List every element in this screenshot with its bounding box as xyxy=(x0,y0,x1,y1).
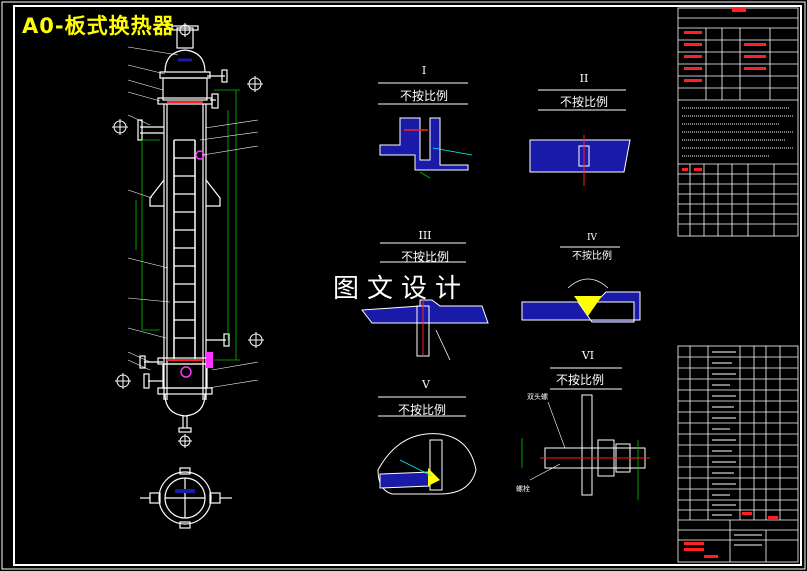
detail-1-numeral: I xyxy=(421,64,427,77)
detail-6-scale: 不按比例 xyxy=(555,373,604,387)
leader-lines xyxy=(127,46,259,389)
detail-3-numeral: III xyxy=(418,229,432,242)
bottom-plan-view xyxy=(140,467,232,529)
detail-2-drawing xyxy=(529,89,631,186)
detail-1-drawing xyxy=(378,82,473,179)
detail-3-scale: 不按比例 xyxy=(400,250,449,264)
plan-view-ring-accent xyxy=(175,489,195,493)
detail-6-drawing xyxy=(521,367,650,500)
technical-notes-text-lines xyxy=(682,107,794,157)
detail-2-scale: 不按比例 xyxy=(559,95,608,109)
detail-1-scale: 不按比例 xyxy=(399,89,448,103)
detail-4-drawing xyxy=(521,246,641,323)
parts-list-red-marks xyxy=(684,512,778,558)
detail-5-scale: 不按比例 xyxy=(397,403,446,417)
drawing-title: A0-板式换热器 xyxy=(22,14,175,38)
dimension-lines xyxy=(135,89,240,361)
detail-6-callout-upper: 双头螺 xyxy=(527,393,548,401)
detail-5-drawing xyxy=(377,396,477,495)
crosshair-symbols xyxy=(112,23,264,448)
parts-list-text-lines xyxy=(712,351,762,546)
detail-6-numeral: VI xyxy=(581,349,595,362)
detail-6-callout-lower: 螺栓 xyxy=(516,485,530,493)
technical-data-table xyxy=(677,7,799,237)
detail-2-numeral: II xyxy=(579,72,589,85)
detail-5-numeral: V xyxy=(422,378,430,391)
detail-4-scale: 不按比例 xyxy=(572,251,612,262)
detail-3-drawing xyxy=(361,242,489,361)
detail-4-numeral: IV xyxy=(586,233,598,243)
parts-list-table xyxy=(677,345,799,563)
technical-table-red-marks xyxy=(682,8,766,171)
inner-border xyxy=(13,5,802,566)
watermark: 图文设计 xyxy=(333,274,470,304)
